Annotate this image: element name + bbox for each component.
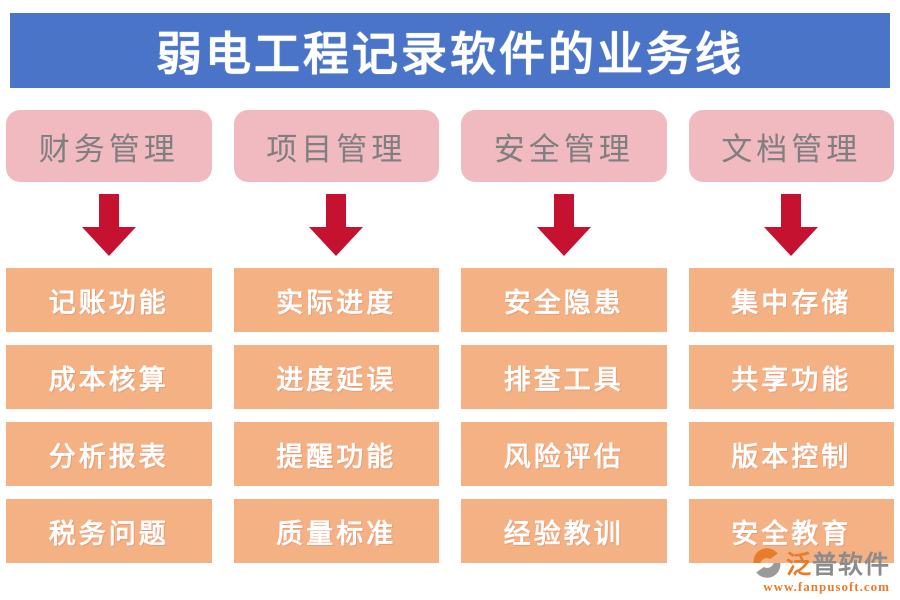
brand-name-rest: 普软件	[811, 552, 890, 579]
item-box: 版本控制	[688, 422, 894, 486]
down-arrow-icon	[536, 182, 591, 268]
brand-name-first-char: 泛	[785, 552, 812, 579]
category-box: 文档管理	[688, 110, 894, 182]
fanpu-swirl-icon	[753, 548, 781, 578]
down-arrow-icon	[309, 182, 364, 268]
column-project: 项目管理 实际进度 进度延误 提醒功能 质量标准	[233, 110, 439, 563]
item-box: 实际进度	[233, 268, 439, 332]
category-box: 安全管理	[461, 110, 667, 182]
item-box: 风险评估	[461, 422, 667, 486]
item-box: 分析报表	[6, 422, 212, 486]
business-line-columns: 财务管理 记账功能 成本核算 分析报表 税务问题 项目管理 实际进度 进度延误 …	[6, 110, 894, 563]
column-document: 文档管理 集中存储 共享功能 版本控制 安全教育	[688, 110, 894, 563]
column-safety: 安全管理 安全隐患 排查工具 风险评估 经验教训	[461, 110, 667, 563]
item-box: 排查工具	[461, 345, 667, 409]
item-box: 安全教育	[688, 499, 894, 563]
down-arrow-icon	[764, 182, 819, 268]
brand-website: www.fanpusoft.com	[763, 579, 890, 594]
item-box: 税务问题	[6, 499, 212, 563]
page-title: 弱电工程记录软件的业务线	[156, 28, 744, 80]
item-box: 进度延误	[233, 345, 439, 409]
title-bar: 弱电工程记录软件的业务线	[10, 13, 890, 88]
item-box: 成本核算	[6, 345, 212, 409]
category-box: 项目管理	[233, 110, 439, 182]
category-box: 财务管理	[6, 110, 212, 182]
item-box: 质量标准	[233, 499, 439, 563]
vendor-logo-row: 泛普软件	[751, 545, 890, 581]
item-box: 记账功能	[6, 268, 212, 332]
item-box: 安全隐患	[461, 268, 667, 332]
item-box: 经验教训	[461, 499, 667, 563]
vendor-logo: 泛普软件 www.fanpusoft.com	[751, 545, 890, 595]
item-box: 共享功能	[688, 345, 894, 409]
item-box: 集中存储	[688, 268, 894, 332]
column-finance: 财务管理 记账功能 成本核算 分析报表 税务问题	[6, 110, 212, 563]
down-arrow-icon	[81, 182, 136, 268]
brand-name: 泛普软件	[786, 545, 890, 581]
item-box: 提醒功能	[233, 422, 439, 486]
